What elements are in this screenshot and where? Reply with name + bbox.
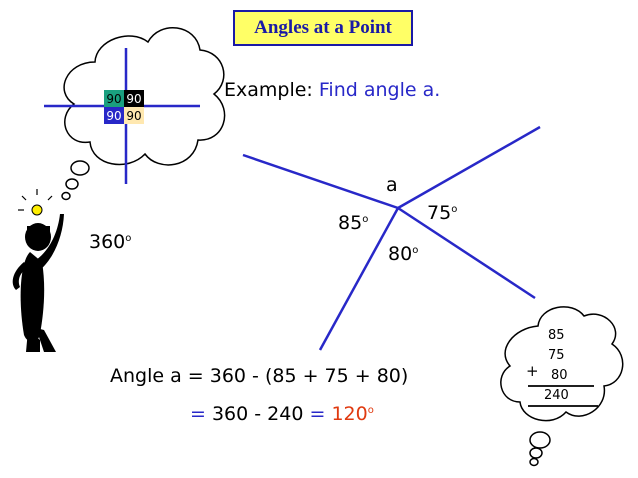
angle-80-label: 80o (388, 243, 418, 265)
result-value: 120 (331, 403, 368, 425)
sum-lines (528, 385, 598, 407)
quarter-grid: 90 90 90 90 (104, 90, 144, 124)
full-turn-label: 360o (89, 231, 131, 253)
example-line: Example: Find angle a. (224, 79, 440, 101)
equals-sign-2: = (309, 403, 326, 425)
degree-mark: o (362, 214, 369, 225)
degree-mark: o (367, 405, 374, 416)
degree-mark: o (412, 245, 419, 256)
angle-85-value: 85 (338, 212, 363, 234)
grid-cell-bottom-right: 90 (124, 107, 144, 124)
equation-line-2: = 360 - 240 = 120o (190, 403, 374, 425)
angle-75-value: 75 (427, 202, 452, 224)
example-task: Find angle a. (318, 79, 441, 101)
sum-plus: + (526, 362, 539, 380)
line-lower-left (318, 207, 400, 351)
degree-mark: o (451, 204, 458, 215)
line-lower-right (397, 206, 536, 300)
title-banner: Angles at a Point (233, 10, 413, 46)
angle-a-label: a (386, 174, 398, 196)
sum-n2: 75 (548, 348, 565, 363)
angle-lines (242, 125, 541, 351)
thought-cloud-bottom (500, 306, 624, 467)
angle-85-label: 85o (338, 212, 368, 234)
grid-cell-top-left: 90 (104, 90, 124, 107)
equals-sign: = (190, 403, 206, 425)
degree-mark: o (125, 233, 132, 244)
sum-total: 240 (544, 388, 569, 403)
angle-80-value: 80 (388, 243, 413, 265)
grid-cell-bottom-left: 90 (104, 107, 124, 124)
sum-n1: 85 (548, 328, 565, 343)
example-prefix: Example: (224, 79, 313, 101)
grid-cell-top-right: 90 (124, 90, 144, 107)
sum-n3: 80 (551, 368, 568, 383)
equation-line-1: Angle a = 360 - (85 + 75 + 80) (110, 365, 409, 387)
title-text: Angles at a Point (254, 17, 392, 38)
person-figure (12, 189, 64, 352)
line-left (242, 153, 399, 210)
calculation: 360 - 240 (211, 403, 304, 425)
angle-75-label: 75o (427, 202, 457, 224)
full-turn-value: 360 (89, 231, 126, 253)
thought-cloud-top (61, 27, 226, 201)
line-upper-right (397, 125, 541, 210)
